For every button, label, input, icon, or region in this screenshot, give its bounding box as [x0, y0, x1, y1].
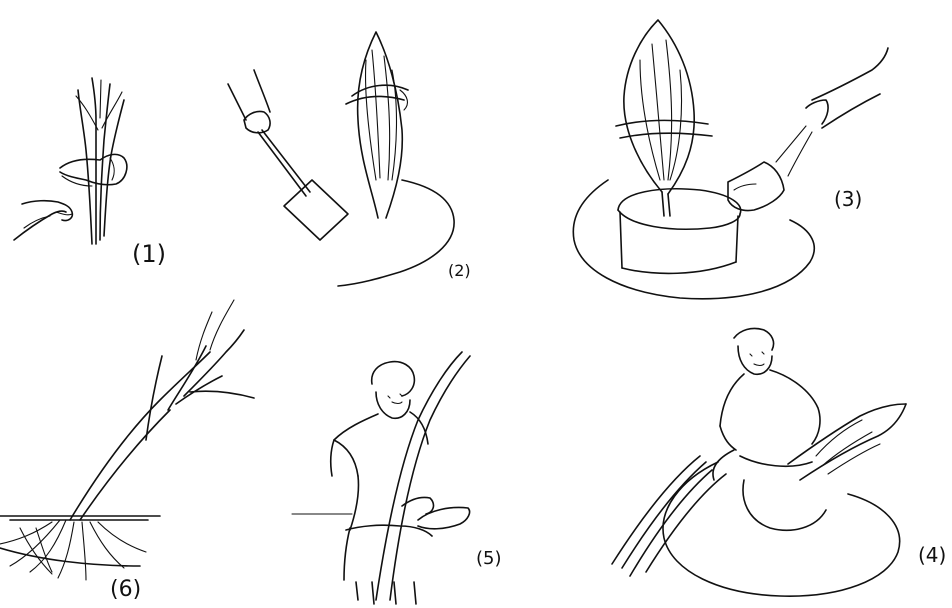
branching-plant [70, 300, 254, 520]
panel-4: (4) [612, 328, 946, 596]
hand-and-dish [292, 497, 470, 528]
panel-5-label: (5) [476, 548, 502, 569]
tall-stalk [376, 352, 470, 600]
panel-2: (2) [228, 32, 471, 286]
roots-in-soil [0, 516, 160, 580]
hand-pinching [14, 201, 72, 240]
man-body [331, 412, 432, 604]
bundle-of-shoots [76, 78, 124, 244]
arm-reaching [806, 48, 888, 128]
hand-holding-bundle [60, 154, 127, 186]
man-body-2 [713, 370, 820, 480]
trowel-blade [284, 180, 348, 240]
man-head [372, 362, 415, 419]
wrapped-leaf-bundle [616, 20, 712, 216]
panel-6-label: (6) [110, 577, 141, 602]
panel-3-label: (3) [834, 187, 862, 211]
soil-mound [338, 180, 454, 286]
stalk-being-wrapped [788, 404, 906, 480]
hand-tying [728, 126, 812, 211]
panel-1-label: (1) [132, 240, 166, 268]
cylinder-base [618, 189, 741, 274]
wrapped-stalk [346, 32, 408, 218]
panel-6: (6) [0, 300, 254, 602]
panel-5: (5) [292, 352, 502, 604]
panel-4-label: (4) [918, 543, 946, 567]
long-leaves [612, 456, 726, 576]
arm-with-trowel [228, 70, 310, 196]
man-head-2 [734, 328, 774, 374]
panel-2-label: (2) [448, 261, 471, 280]
panel-1: (1) [14, 78, 166, 268]
panel-3: (3) [573, 20, 888, 299]
